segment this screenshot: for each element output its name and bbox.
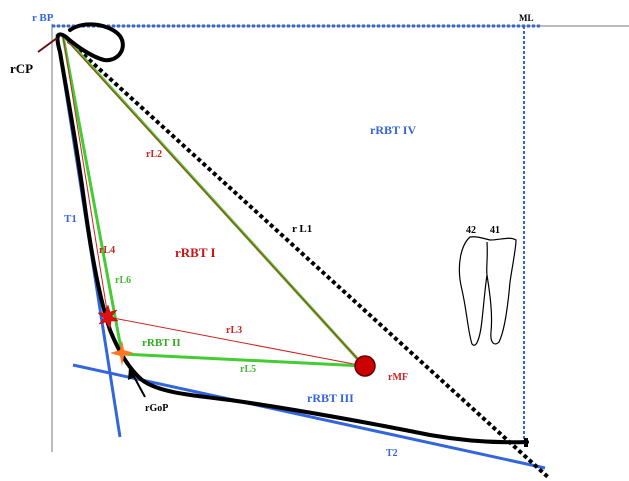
tooth-42-outline (458, 236, 517, 346)
tooth-divider (486, 241, 488, 276)
red-star-marker (97, 304, 119, 330)
rl4-red-line (62, 35, 109, 318)
rgop-label: rGoP (145, 403, 168, 414)
rl3-red-line (107, 316, 365, 367)
mandible-outline (55, 22, 529, 445)
rrbt-iv-label: rRBT IV (370, 123, 416, 137)
rl3-label: rL3 (226, 325, 242, 336)
rl5-label: rL5 (240, 364, 256, 375)
rl1-dotted-line (61, 34, 551, 480)
rl5-green-line (121, 352, 365, 368)
rcp-label: rCP (10, 61, 33, 76)
rmf-point (354, 355, 376, 377)
ml-label: ML (519, 13, 534, 23)
rgop-arrow-head (128, 368, 137, 380)
rrbt-i-label: rRBT I (175, 245, 216, 260)
tooth-41-label: 41 (490, 225, 500, 236)
orange-star-marker (110, 340, 134, 366)
tooth-42-label: 42 (466, 225, 476, 236)
rrbt-ii-label: rRBT II (142, 337, 181, 349)
rl6-green-line (61, 35, 124, 355)
rcp-arrow (37, 37, 58, 53)
t2-label: T2 (386, 448, 398, 459)
rmf-label: rMF (388, 372, 408, 383)
t2-tangent-line (72, 363, 546, 470)
rl6-label: rL6 (115, 275, 131, 286)
rl4-label: rL4 (99, 245, 115, 256)
rrbt-iii-label: rRBT III (307, 391, 354, 405)
t1-label: T1 (64, 213, 77, 225)
rl2-red-line (62, 35, 365, 367)
rbp-label: r BP (32, 12, 54, 24)
rl1-label: r L1 (292, 223, 312, 235)
rl2-label: rL2 (146, 149, 162, 160)
